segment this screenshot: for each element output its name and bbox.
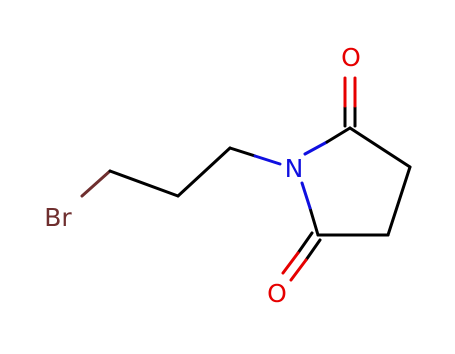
atom-label-bromine: Br	[44, 203, 72, 232]
bond-br-c1	[80, 169, 112, 198]
bond-c-o-bottom-2b	[289, 258, 308, 282]
bond-c1-c2	[108, 169, 180, 198]
bond-c-bottom-n-b	[300, 181, 312, 210]
bond-c-o-bottom-2	[304, 238, 322, 262]
bond-c-bottom-n-a	[308, 206, 320, 237]
atom-label-oxygen-bottom: O	[267, 279, 287, 308]
bond-c-o-bottom-1	[296, 231, 314, 255]
bond-c3-n-b	[253, 154, 282, 166]
bond-c-top-ch2	[348, 126, 412, 169]
bond-c3-n-a	[228, 146, 257, 158]
bond-c2-c3	[176, 146, 232, 198]
bond-c-o-bottom-1b	[281, 251, 300, 275]
bond-n-c-top-a	[303, 140, 329, 156]
bond-n-c-top-b	[325, 126, 352, 144]
atom-label-oxygen-top: O	[341, 43, 361, 72]
atom-label-nitrogen: N	[285, 154, 304, 183]
bond-ch2-ch2	[386, 165, 412, 237]
